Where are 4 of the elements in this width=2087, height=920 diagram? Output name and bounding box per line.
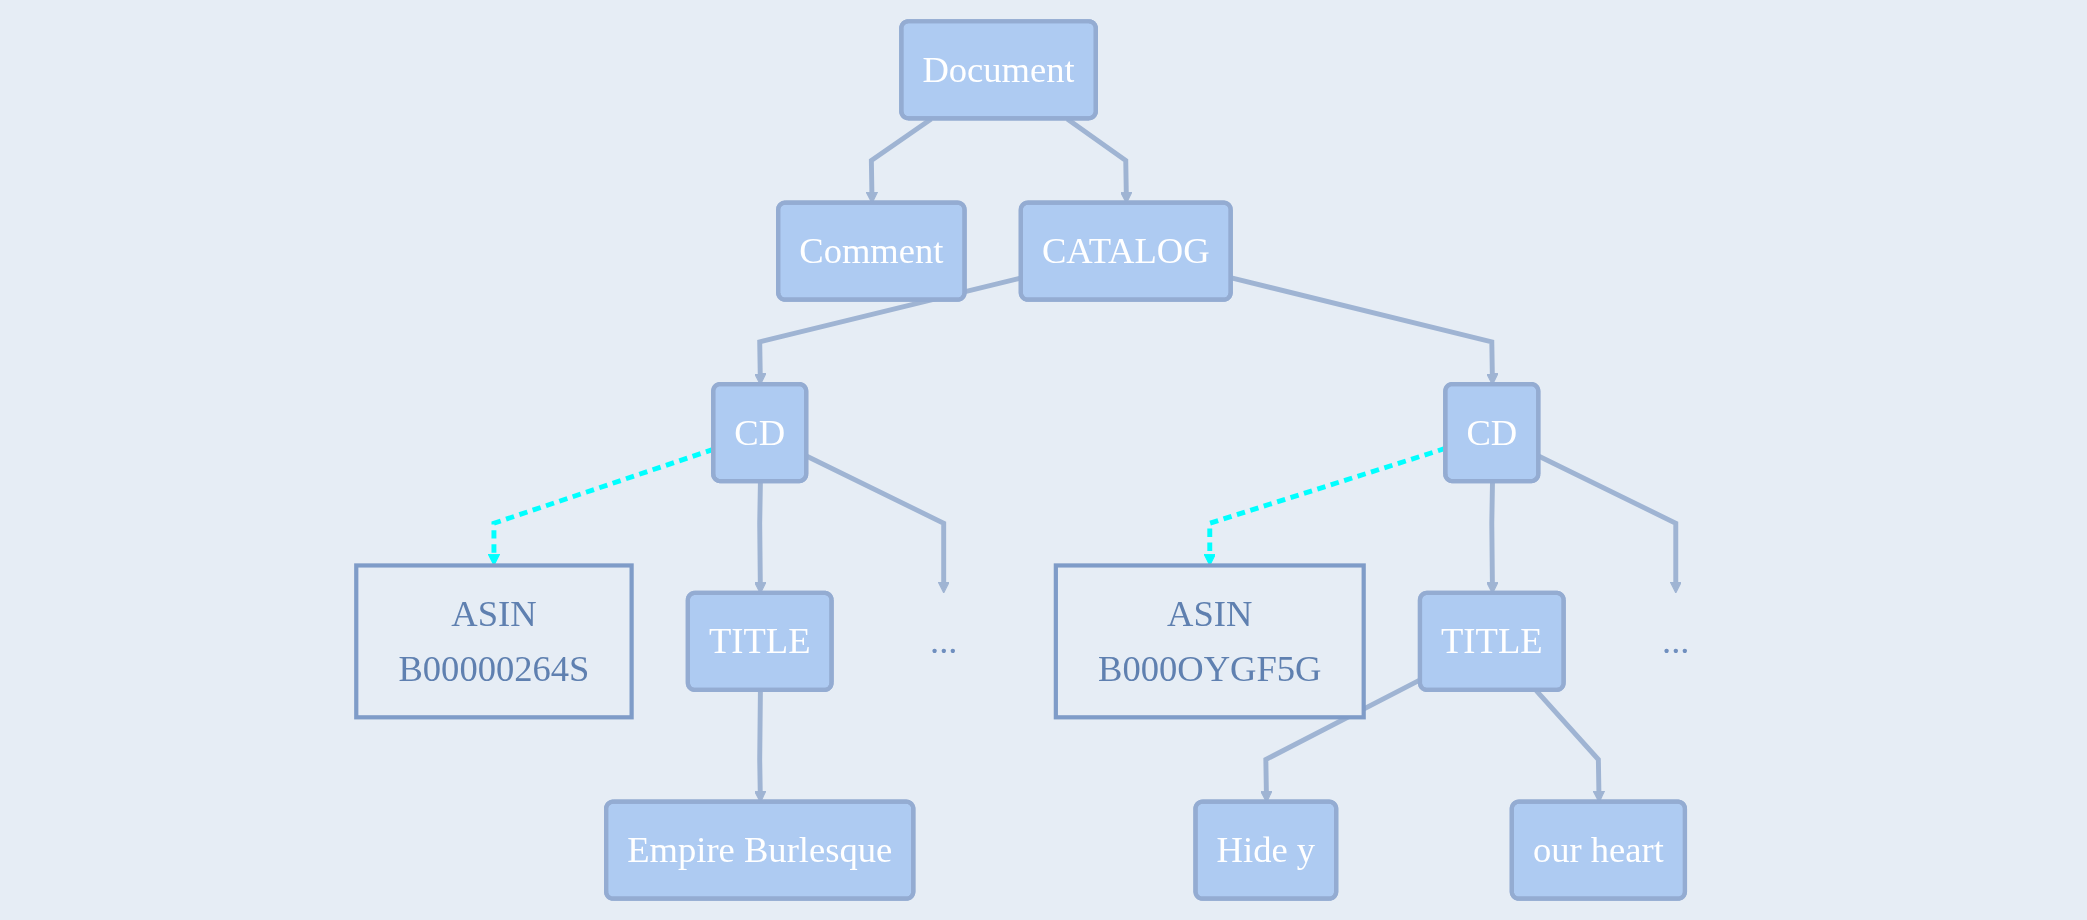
node-box: ASIN B00000264S xyxy=(353,563,634,720)
node-text: ... xyxy=(1661,621,1690,662)
node-text: ... xyxy=(929,621,957,662)
node-box: ASIN B000OYGF5G xyxy=(1053,563,1366,720)
